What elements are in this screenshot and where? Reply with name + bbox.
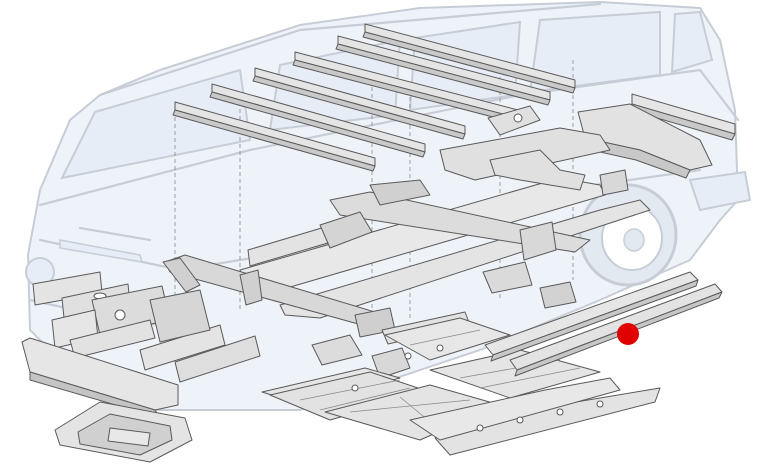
crossmember-4 [369, 179, 431, 206]
rocker-panels [484, 271, 723, 377]
roof-bow-2 [335, 35, 551, 106]
floor-panel-mid-upper [384, 317, 511, 361]
bracket-b [371, 347, 411, 379]
rear-window [670, 10, 714, 74]
rear-inner-frame [489, 149, 586, 191]
rear-wheel [578, 183, 678, 287]
floor-panel-mid [429, 349, 601, 399]
bracket-a [311, 334, 363, 366]
floor-panels [261, 317, 661, 456]
bracket-d [539, 281, 577, 309]
front-subframe-parts [32, 271, 261, 383]
chassis-frame [162, 127, 651, 338]
frame-rail-right [279, 199, 651, 319]
rear-bumper-ghost [688, 170, 752, 212]
floor-panel-rear-long [409, 377, 621, 441]
roof-bracket [487, 105, 541, 136]
roof-bow-4 [252, 67, 466, 140]
van-front-details [25, 226, 152, 287]
front-brace [149, 289, 211, 343]
frame-horn-right [239, 269, 263, 306]
rocker-panel-outer-lip [490, 279, 699, 362]
roof-bow-6 [172, 101, 376, 172]
front-strut-4 [174, 335, 261, 383]
roof-bows [172, 23, 576, 172]
spare-tire-pan [54, 401, 193, 463]
frame-bracket-1 [519, 221, 557, 261]
side-window-3 [528, 10, 661, 94]
windshield-glass [60, 68, 252, 180]
front-grille [59, 239, 144, 263]
roof-bow-1 [362, 23, 576, 94]
roof-bow-5 [209, 83, 426, 158]
front-vent [78, 226, 152, 242]
bracket-c [482, 261, 533, 294]
frame-bracket-2 [599, 169, 629, 196]
front-valance [21, 337, 179, 419]
front-beam-lower [319, 211, 373, 249]
frame-horn-left [162, 257, 201, 293]
highlight-marker-dot [617, 323, 639, 345]
